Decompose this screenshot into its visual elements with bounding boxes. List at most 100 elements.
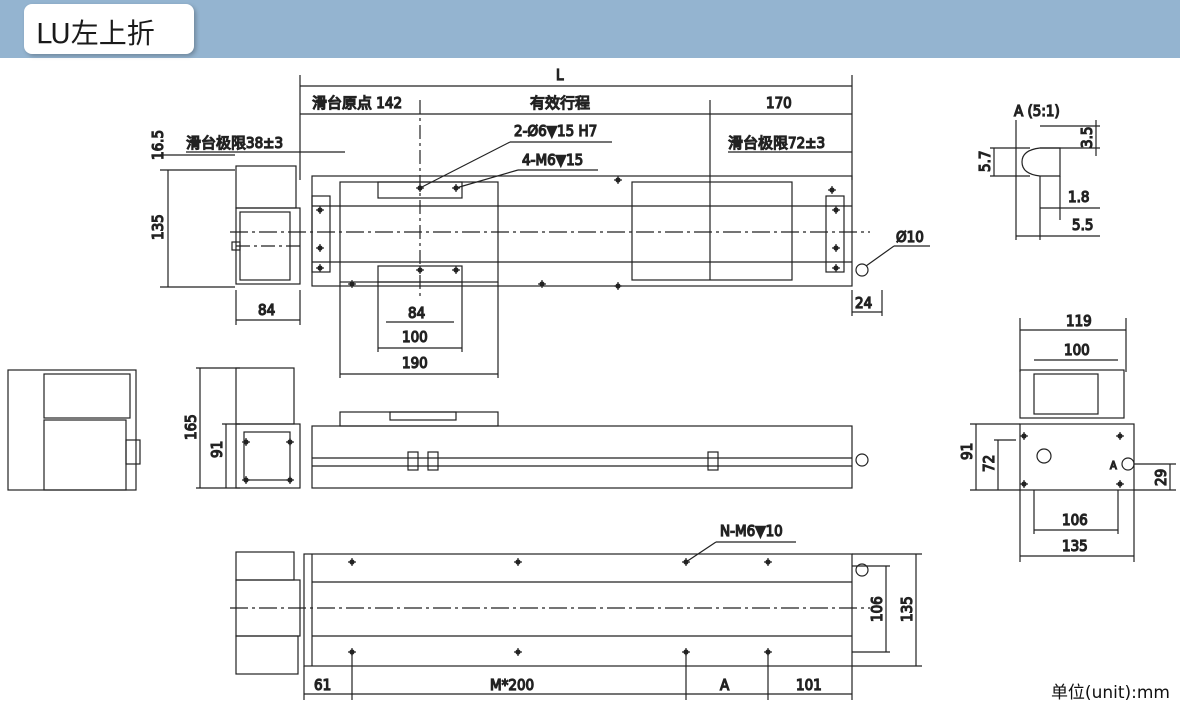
mounting-hole-icon [828,186,836,194]
actuator-body-front [311,425,853,489]
motor-end-outline [7,369,137,491]
dim-165: 165 [182,414,200,440]
leader [865,245,895,267]
end-plate-left [311,195,331,273]
unit-note: 单位(unit):mm [1050,683,1170,703]
mounting-hole-icon [452,266,460,274]
mounting-hole-icon [316,264,324,272]
dim-L: L [556,66,564,84]
mounting-hole-icon [316,244,324,252]
mark-a: A [1110,459,1117,472]
motor-side [1019,369,1125,419]
detail-notch [1021,147,1061,177]
switch-left [407,451,419,471]
dim-170: 170 [766,94,792,112]
dim-limit-left: 滑台极限38±3 [186,134,283,152]
mounting-hole-icon [1116,480,1124,488]
mounting-hole-icon [242,438,250,446]
dim-100-side: 100 [1064,341,1090,359]
leader [455,169,519,189]
mounting-hole-icon [682,558,690,566]
callout-tap-bottom: N-M6▼10 [720,522,783,540]
dim-91-side: 91 [958,443,976,460]
motor-end-connector [125,439,141,465]
switch-right [707,451,719,471]
mounting-hole-icon [764,558,772,566]
title-tab: LU左上折 [24,4,194,54]
leader [419,141,511,189]
mounting-hole-icon [832,206,840,214]
mounting-hole-icon [452,184,460,192]
mounting-hole-icon [1020,432,1028,440]
sensor-icon [1121,457,1135,471]
leader [685,541,717,563]
dim-3-5: 3.5 [1078,127,1096,148]
mounting-hole-icon [286,476,294,484]
mounting-hole-icon [614,176,622,184]
dim-5-7: 5.7 [976,151,994,172]
dim-61: 61 [314,676,331,694]
bearing-icon [1036,448,1052,464]
dim-190: 190 [402,354,428,372]
dim-101: 101 [796,676,822,694]
mounting-hole-icon [832,264,840,272]
mounting-hole-icon [832,244,840,252]
dim-24: 24 [855,294,872,312]
callout-pin-hole: 2-Ø6▼15 H7 [514,122,597,140]
dim-d10: Ø10 [896,228,924,246]
dim-135-side: 135 [1062,537,1088,555]
dim-stroke: 有效行程 [530,94,590,112]
dim-origin: 滑台原点 142 [312,94,402,112]
dim-84-carriage: 84 [408,304,425,322]
motor-flange-front [243,431,291,481]
mounting-hole-icon [514,648,522,656]
gear-housing [235,367,295,425]
dim-pitch: M*200 [490,676,534,694]
detail-label: A (5:1) [1014,102,1060,120]
mounting-hole-icon [538,280,546,288]
dim-106-side: 106 [1062,511,1088,529]
dim-72: 72 [980,455,998,472]
callout-tap-hole: 4-M6▼15 [522,151,583,169]
carriage-front [339,411,499,427]
mounting-hole-icon [682,648,690,656]
motor-connector [231,241,241,251]
mounting-hole-icon [416,184,424,192]
dim-1-8: 1.8 [1068,188,1089,206]
dim-5-5: 5.5 [1072,216,1093,234]
sensor-icon [855,563,869,577]
dim-119: 119 [1066,312,1092,330]
motor-mount [235,423,301,489]
engineering-drawing: L 滑台原点 142 有效行程 170 滑台极限38±3 滑台极限72±3 2-… [7,65,1176,700]
mounting-hole-icon [614,282,622,290]
mounting-hole-icon [348,648,356,656]
end-plate-right [825,195,845,273]
detail-a: A (5:1) 3.5 5.7 1.8 5.5 [975,101,1100,240]
sensor-icon [855,453,869,467]
side-view: 119 100 A 91 72 29 106 [957,311,1176,562]
mounting-hole-icon [416,266,424,274]
dim-29: 29 [1152,469,1170,486]
switch-mid [427,451,439,471]
mounting-hole-icon [286,438,294,446]
dim-100-carriage: 100 [402,328,428,346]
body-side [1019,423,1135,491]
mounting-hole-icon [316,206,324,214]
carriage-top-plate [377,181,463,199]
mounting-hole-icon [348,280,356,288]
mounting-holes [242,176,1124,656]
dim-135-top: 135 [149,214,167,240]
mounting-hole-icon [1020,480,1028,488]
dim-91-front: 91 [208,441,226,458]
end-view-left [7,369,141,491]
motor-end-body [43,419,127,491]
mounting-hole-icon [348,558,356,566]
dim-135-bottom: 135 [898,596,916,622]
actuator-body-bottom [303,553,853,667]
sensor-icon [855,263,869,277]
stroke-end-block [631,181,793,281]
dim-16-5: 16.5 [149,130,167,160]
bottom-view: N-M6▼10 135 106 61 [230,521,922,700]
mounting-hole-icon [1116,432,1124,440]
